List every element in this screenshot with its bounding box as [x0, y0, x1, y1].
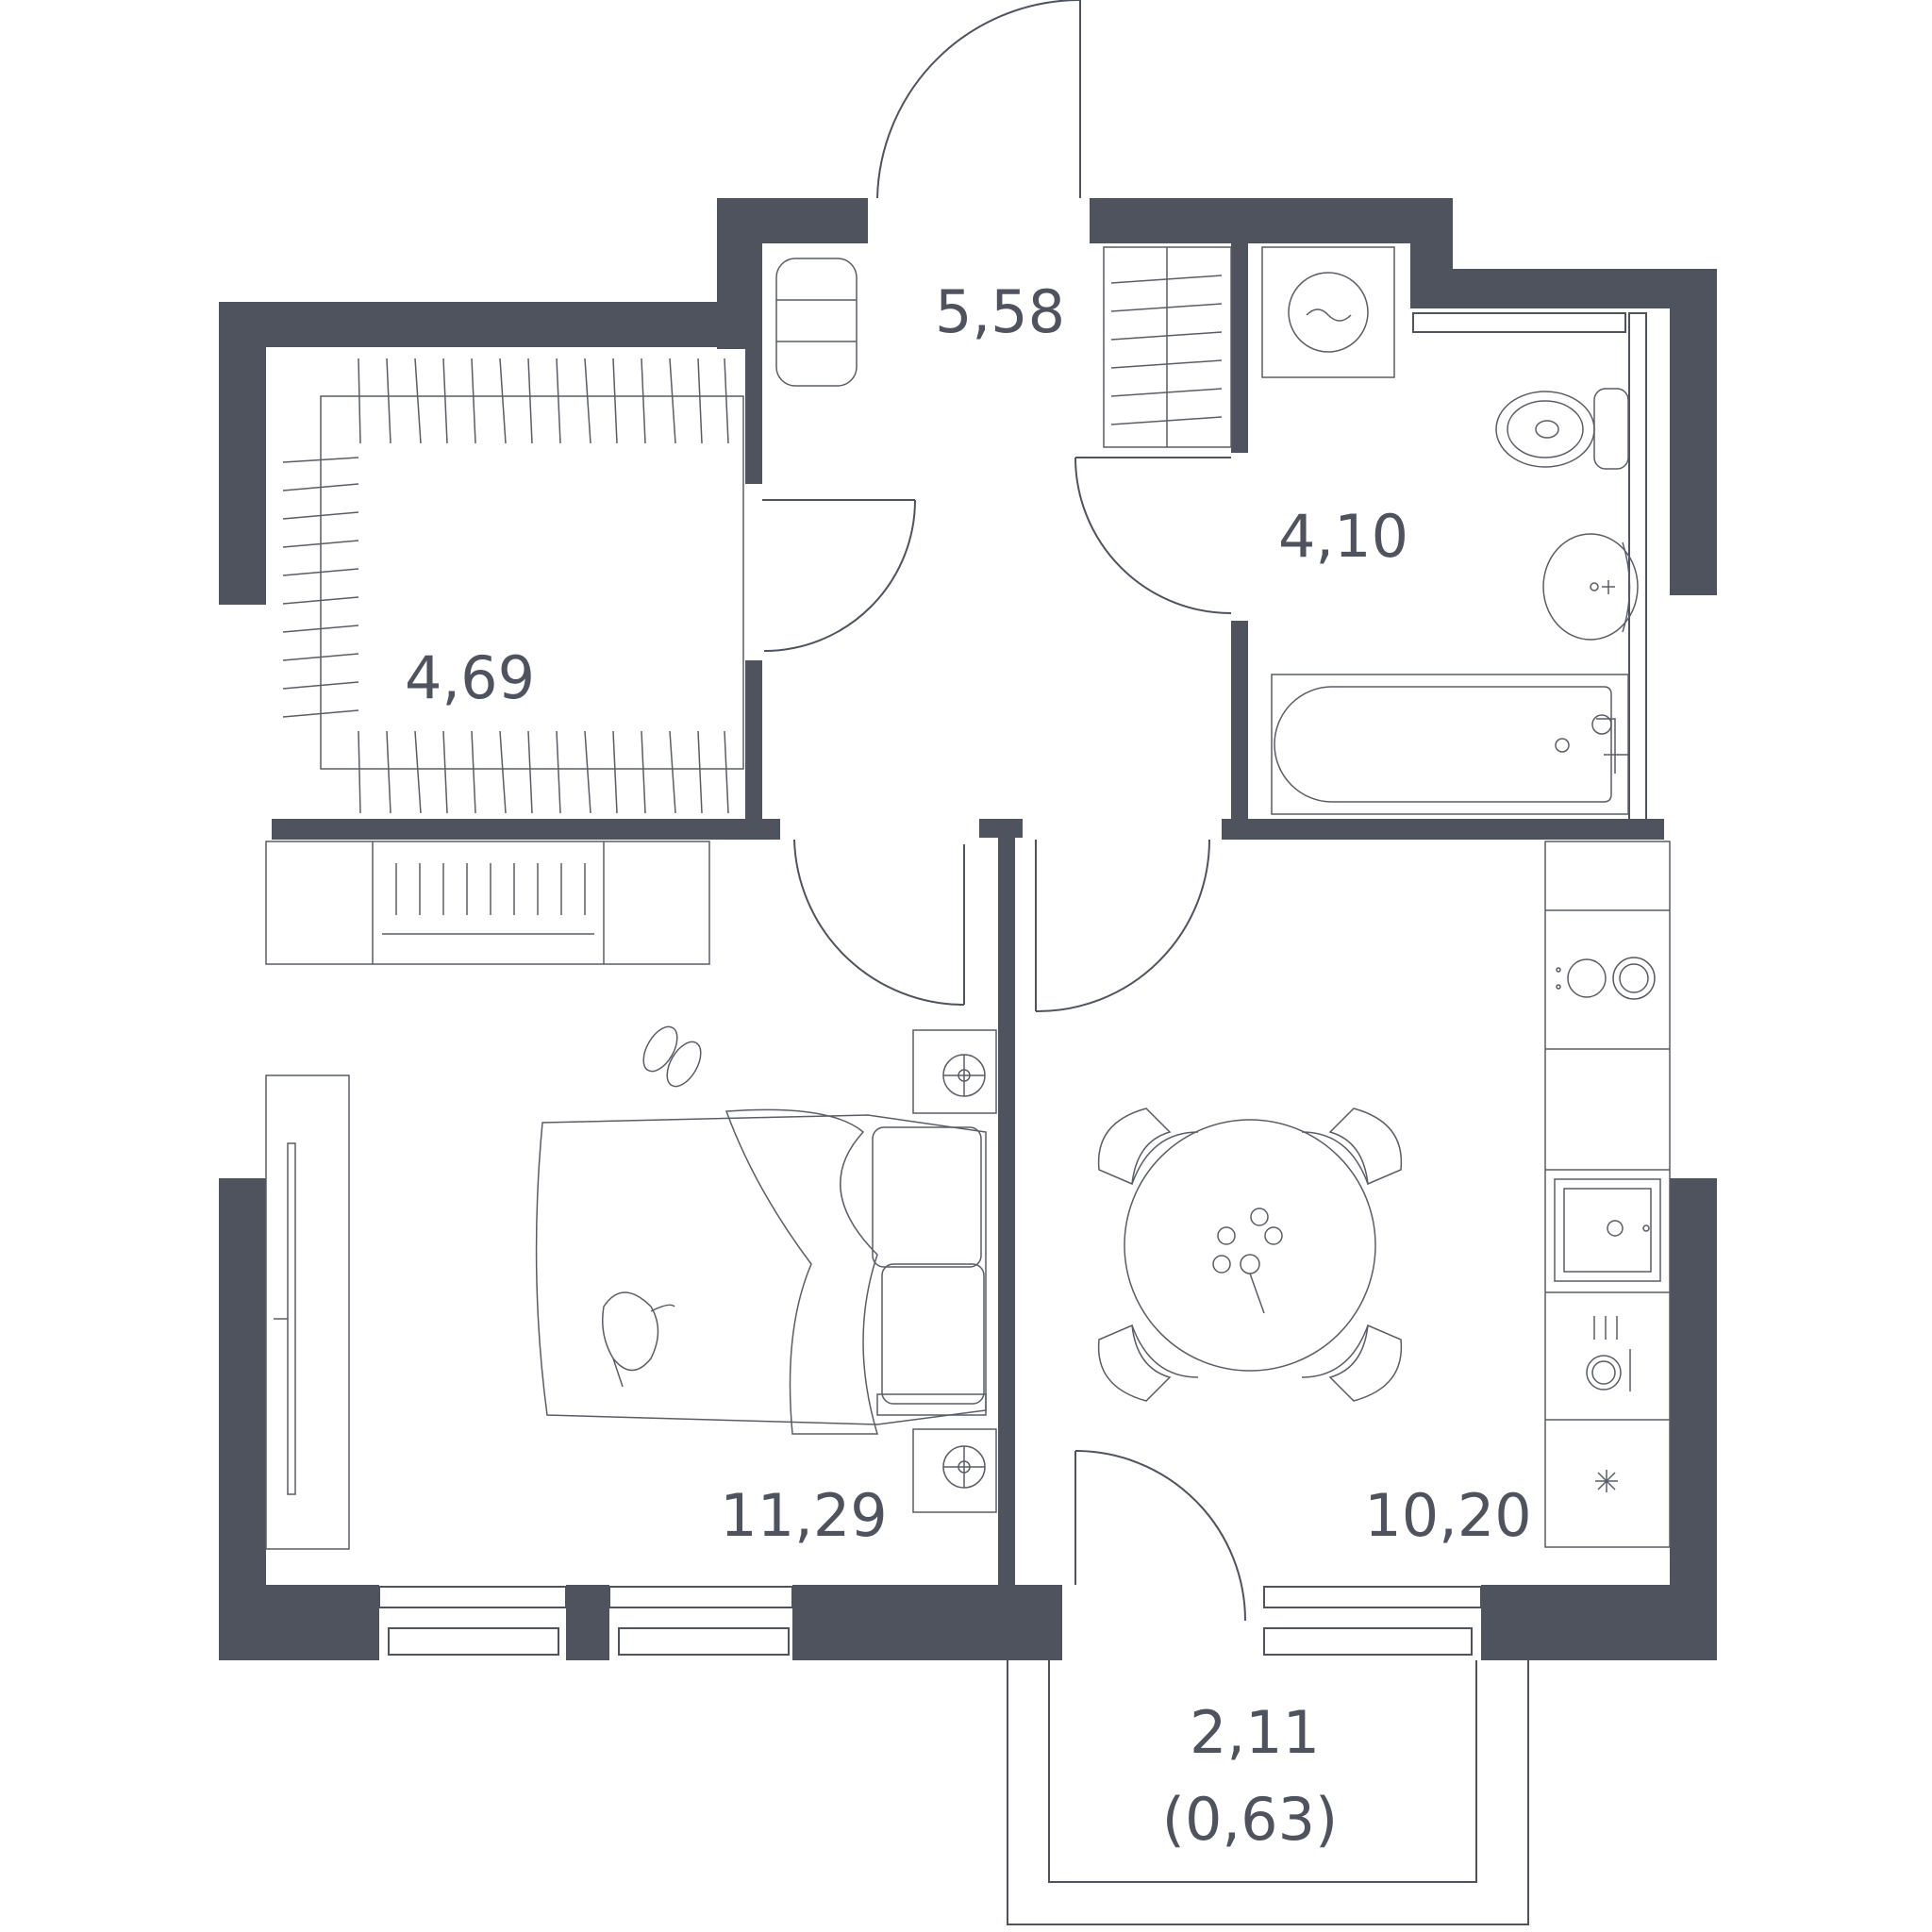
closet-hangers-left [282, 457, 359, 718]
nightstand-bottom [912, 1428, 997, 1513]
windows [378, 312, 1647, 1656]
wall-bottom-mid2 [792, 1585, 1057, 1660]
chair-bottom-left [1097, 1324, 1199, 1402]
walls [219, 198, 1717, 1660]
area-bathroom: 4,10 [1278, 502, 1408, 571]
chair-bottom-right [1301, 1324, 1403, 1402]
furniture [265, 246, 1671, 1550]
balcony-door [1074, 1450, 1246, 1622]
closet-racks [282, 358, 744, 814]
wall-opening-lines [219, 593, 1717, 1180]
wall-center [998, 819, 1015, 1585]
bathroom-door [1074, 457, 1232, 614]
wall-bottom-right [1481, 1585, 1717, 1660]
entrance-door [876, 0, 1081, 199]
area-labels: 5,58 4,69 4,10 11,29 10,20 2,11 (0,63) [405, 277, 1532, 1854]
window-kitchen [1263, 1586, 1482, 1656]
kitchen-sink [1554, 1178, 1661, 1282]
flower-vase [1212, 1208, 1283, 1314]
fridge [1595, 1470, 1618, 1492]
nightstand-top [912, 1029, 997, 1114]
tv-console [265, 1074, 350, 1550]
cat [602, 1291, 675, 1388]
area-walk-in-closet: 4,69 [405, 643, 535, 712]
window-bedroom-1 [378, 1586, 567, 1656]
toilet [1495, 388, 1629, 470]
area-kitchen-living: 10,20 [1364, 1481, 1532, 1550]
washing-machine [1261, 246, 1395, 378]
window-bedroom-2 [608, 1586, 793, 1656]
wall-hall-top-right [1090, 198, 1448, 243]
kitchen-door [1035, 839, 1210, 1013]
wall-openings [213, 594, 1723, 1179]
wall-bath-top [1410, 269, 1717, 308]
area-balcony: 2,11 [1190, 1698, 1320, 1767]
bed [535, 1108, 987, 1435]
wall-closet-top [219, 302, 724, 347]
closet-hangers-bottom [358, 730, 729, 814]
closet-hangers-top [358, 358, 729, 444]
wall-bottom-mid [566, 1585, 609, 1660]
doors [762, 0, 1246, 1622]
area-hall: 5,58 [935, 277, 1065, 346]
wall-closet-bottom [266, 819, 780, 840]
wall-bath-left-bottom [1231, 621, 1248, 840]
area-balcony-reduced: (0,63) [1162, 1785, 1338, 1854]
dishwasher [1586, 1316, 1631, 1391]
wall-bath-bottom [1222, 819, 1693, 840]
chair-top-right [1301, 1108, 1403, 1186]
cooktop [1556, 957, 1656, 1000]
bedroom-wardrobe [265, 841, 710, 965]
kitchen-counter [1544, 841, 1671, 1548]
bathroom-sink [1542, 533, 1639, 641]
wall-balcony-jamb [1015, 1585, 1062, 1660]
area-bedroom: 11,29 [720, 1481, 888, 1550]
wall-closet-right-top [745, 243, 762, 484]
wall-closet-right-bottom [745, 660, 762, 825]
wall-bottom-left [219, 1585, 379, 1660]
wall-hall-top-left [717, 198, 868, 243]
bathtub [1271, 674, 1629, 815]
bedroom-door [793, 839, 965, 1006]
closet-door [762, 499, 916, 652]
chair-top-left [1097, 1108, 1199, 1186]
hall-wardrobe [1103, 246, 1232, 448]
hall-pouf [775, 258, 858, 387]
wall-bath-left-top [1231, 243, 1248, 453]
slippers [642, 1025, 702, 1088]
balcony-outline [1007, 1660, 1529, 1925]
dining-table [1124, 1119, 1376, 1372]
